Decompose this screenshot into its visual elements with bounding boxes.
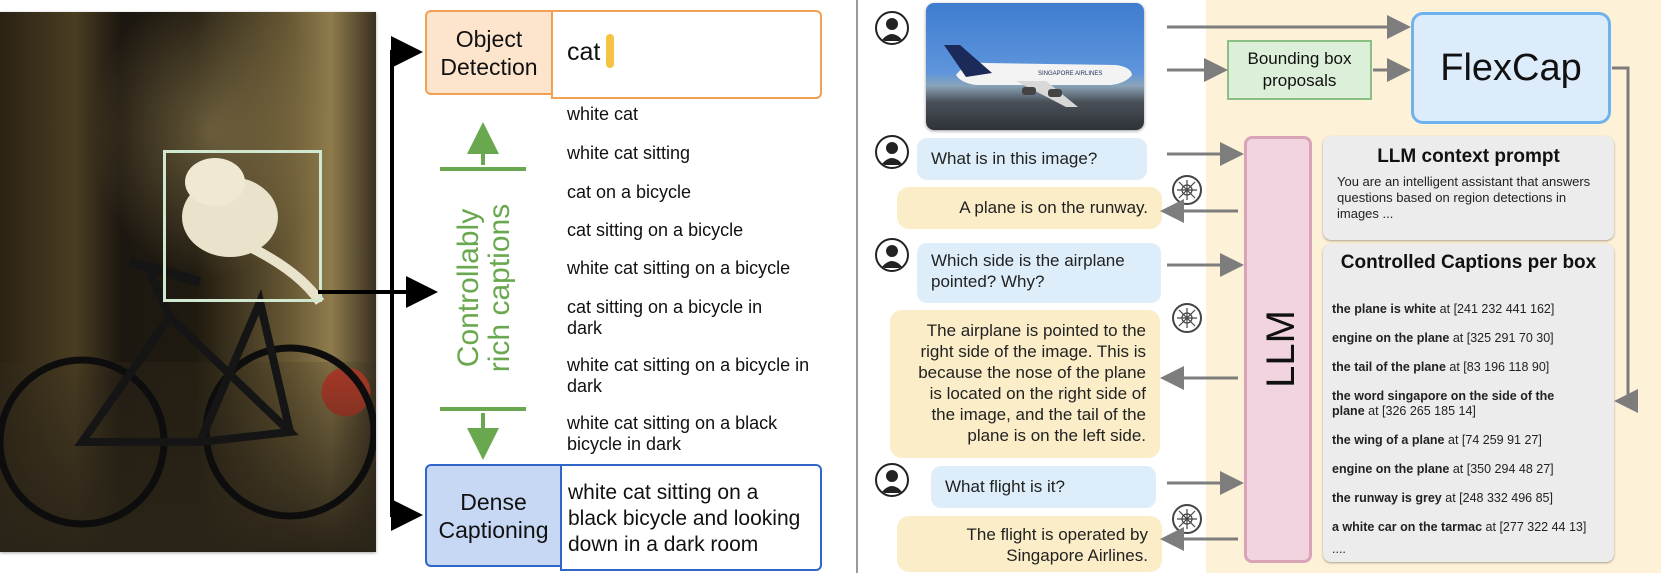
user-avatar-icon bbox=[875, 238, 909, 272]
caption-2: white cat sitting bbox=[567, 143, 691, 163]
object-detection-result: cat bbox=[551, 10, 822, 99]
user-question-1: What is in this image? bbox=[917, 138, 1147, 180]
caption-box-row: a white car on the tarmac at [277 322 44… bbox=[1332, 520, 1587, 534]
caption-6: cat sitting on a bicycle in dark bbox=[567, 297, 763, 338]
caption-4: cat sitting on a bicycle bbox=[567, 220, 744, 240]
object-detection-value: cat bbox=[567, 38, 601, 66]
user-question-3: What flight is it? bbox=[931, 466, 1156, 508]
caption-7: white cat sitting on a bicycle in dark bbox=[567, 355, 810, 396]
caption-8: white cat sitting on a black bicycle in … bbox=[567, 413, 778, 454]
bounding-box-proposals-box: Bounding box proposals bbox=[1227, 40, 1372, 100]
llm-block: LLM bbox=[1244, 136, 1312, 563]
caption-1: white cat bbox=[567, 104, 639, 124]
assistant-answer-2: The airplane is pointed to the right sid… bbox=[890, 310, 1160, 458]
context-prompt-title: LLM context prompt bbox=[1377, 146, 1560, 167]
user-question-2: Which side is the airplane pointed? Why? bbox=[917, 243, 1161, 303]
caption-box-row: the tail of the plane at [83 196 118 90] bbox=[1332, 360, 1550, 374]
caption-box-row: the wing of a plane at [74 259 91 27] bbox=[1332, 433, 1542, 447]
svg-text:SINGAPORE AIRLINES: SINGAPORE AIRLINES bbox=[1038, 71, 1102, 77]
controlled-captions-panel: Controlled Captions per box the plane is… bbox=[1323, 244, 1614, 562]
context-prompt-text: You are an intelligent assistant that an… bbox=[1337, 174, 1591, 221]
bicycle-drawing bbox=[0, 158, 376, 528]
assistant-answer-1: A plane is on the runway. bbox=[897, 187, 1162, 229]
assistant-bot-icon bbox=[1172, 303, 1202, 333]
dense-captioning-label: Dense Captioning bbox=[425, 464, 560, 567]
airplane-photo: SINGAPORE AIRLINES bbox=[926, 3, 1144, 130]
user-avatar-icon bbox=[875, 135, 909, 169]
flexcap-model-box: FlexCap bbox=[1411, 12, 1611, 124]
more-ellipsis: .... bbox=[1332, 542, 1346, 556]
cat-bounding-box bbox=[163, 150, 322, 302]
caption-box-row: the word singapore on the side of the pl… bbox=[1332, 389, 1555, 418]
user-avatar-icon bbox=[875, 11, 909, 45]
caption-box-row: the plane is white at [241 232 441 162] bbox=[1332, 302, 1555, 316]
dense-caption-text: white cat sitting on a black bicycle and… bbox=[568, 481, 801, 556]
caption-3: cat on a bicycle bbox=[567, 182, 692, 202]
llm-context-prompt-panel: LLM context prompt You are an intelligen… bbox=[1323, 136, 1614, 240]
controlled-captions-title: Controlled Captions per box bbox=[1340, 252, 1597, 273]
caption-box-row: the runway is grey at [248 332 496 85] bbox=[1332, 491, 1553, 505]
text-cursor-highlight bbox=[606, 34, 614, 68]
user-avatar-icon bbox=[875, 463, 909, 497]
object-detection-label: Object Detection bbox=[425, 10, 551, 95]
section-divider bbox=[856, 0, 858, 573]
airplane-drawing: SINGAPORE AIRLINES bbox=[944, 45, 1132, 107]
cat-bicycle-photo bbox=[0, 12, 376, 552]
caption-box-row: engine on the plane at [350 294 48 27] bbox=[1332, 462, 1554, 476]
caption-box-row: engine on the plane at [325 291 70 30] bbox=[1332, 331, 1554, 345]
caption-5: white cat sitting on a bicycle bbox=[567, 258, 791, 278]
assistant-answer-3: The flight is operated by Singapore Airl… bbox=[897, 516, 1162, 572]
dense-captioning-result: white cat sitting on a black bicycle and… bbox=[560, 464, 822, 571]
